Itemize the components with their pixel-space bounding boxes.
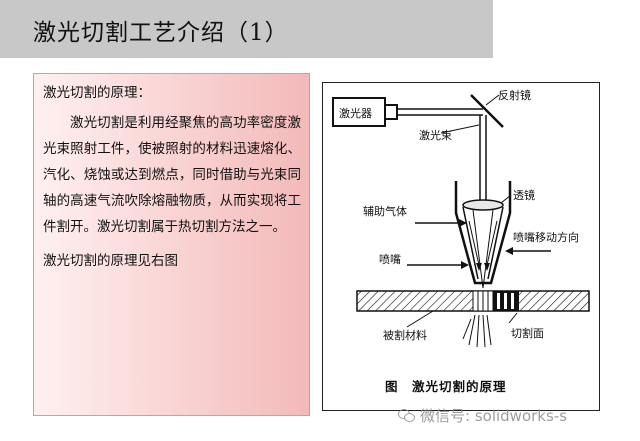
- figure-caption: 图 激光切割的原理: [385, 379, 507, 394]
- watermark: 微信号: solidworks-s: [398, 405, 567, 426]
- label-laser: 激光器: [339, 106, 372, 120]
- laser-source-box: [332, 97, 386, 127]
- label-assist-gas: 辅助气体: [363, 204, 407, 218]
- label-beam: 激光束: [419, 128, 452, 142]
- watermark-text: 微信号: solidworks-s: [420, 407, 568, 425]
- label-lens: 透镜: [513, 188, 535, 202]
- label-nozzle: 喷嘴: [379, 253, 401, 266]
- mirror-line: [470, 94, 504, 128]
- principle-body: 激光切割是利用经聚焦的高功率密度激光束照射工件，使被照射的材料迅速熔化、汽化、烧…: [43, 115, 301, 235]
- slide-title: 激光切割工艺介绍（1）: [33, 20, 289, 46]
- nozzle-body: [454, 181, 512, 285]
- laser-cutting-diagram: 激光器 反射镜 激光束 透镜 辅助气体 喷嘴: [322, 82, 600, 411]
- label-kerf: 切割面: [511, 326, 544, 340]
- label-workpiece: 被割材料: [383, 328, 427, 342]
- title-bar: 激光切割工艺介绍（1）: [0, 0, 493, 58]
- label-mirror: 反射镜: [498, 88, 531, 102]
- principle-footer: 激光切割的原理见右图: [43, 253, 178, 269]
- principle-heading: 激光切割的原理：: [43, 85, 151, 101]
- wechat-icon: [398, 408, 416, 423]
- principle-text-panel: 激光切割的原理： 激光切割是利用经聚焦的高功率密度激光束照射工件，使被照射的材料…: [33, 73, 310, 416]
- label-nozzle-direction: 喷嘴移动方向: [513, 230, 579, 244]
- lens-shape: [462, 199, 504, 211]
